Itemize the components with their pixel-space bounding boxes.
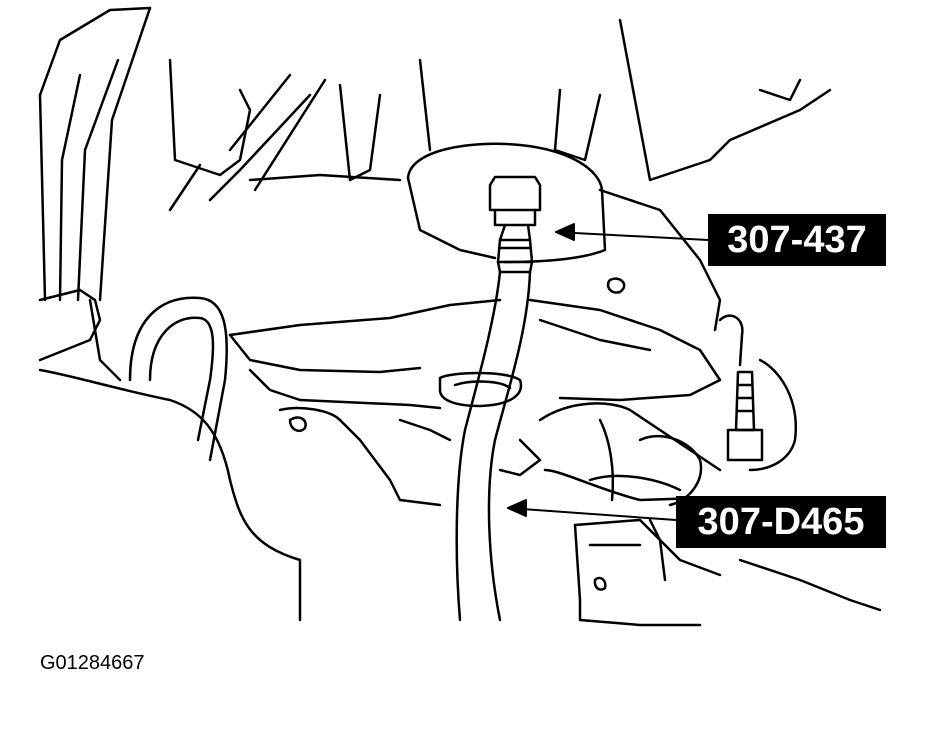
hose-fitting (488, 175, 542, 274)
mount-flange (406, 142, 722, 332)
arrowhead-bottom (507, 499, 527, 517)
leader-line-top (555, 231, 709, 241)
leader-line-bottom (507, 507, 677, 521)
lower-housing (38, 288, 542, 622)
callout-label-top: 307-437 (708, 214, 886, 266)
exhaust-pipe (538, 402, 722, 507)
figure-id: G01284667 (40, 652, 145, 674)
callout-label-bottom: 307-D465 (676, 496, 886, 548)
oxygen-sensor (718, 314, 798, 472)
crossmember (228, 298, 722, 410)
strap (128, 296, 228, 462)
lower-bracket (573, 518, 882, 627)
leader-arrows (507, 223, 709, 521)
arrowhead-top (555, 223, 575, 241)
hose (455, 270, 532, 622)
upper-body-outline (38, 6, 832, 382)
